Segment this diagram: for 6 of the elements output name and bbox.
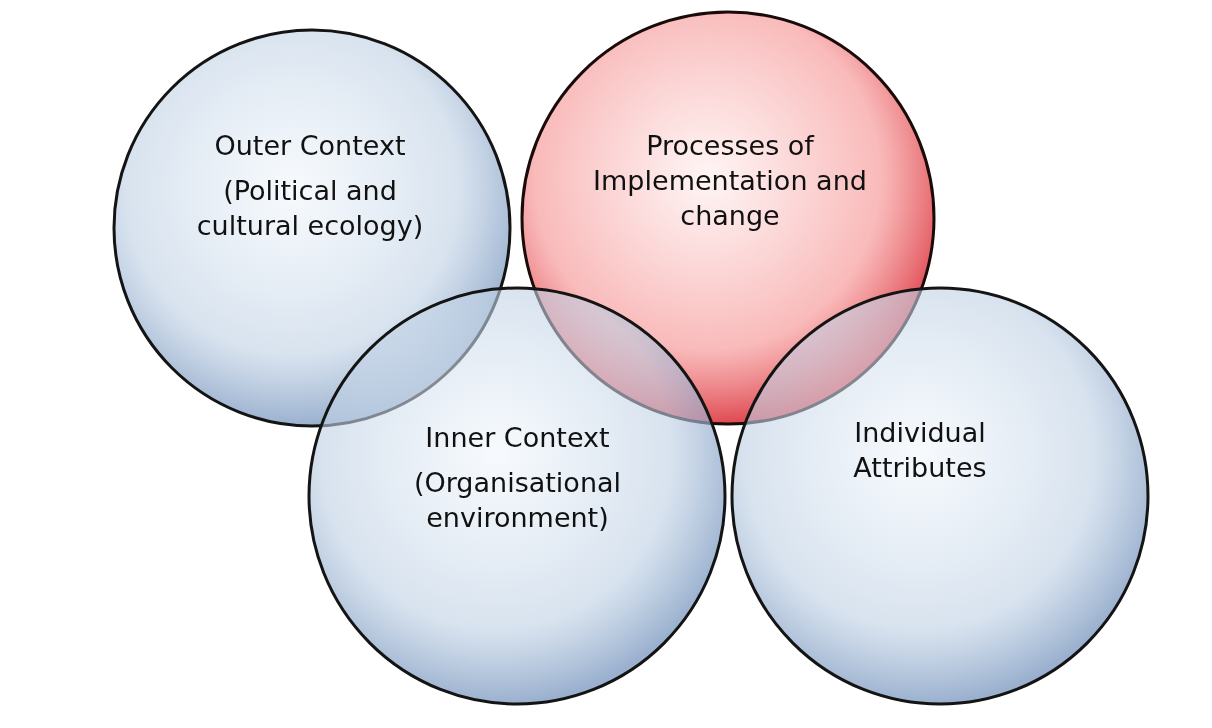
circle-description: (Organisational environment) bbox=[412, 466, 623, 536]
circle-heading: Outer Context bbox=[213, 129, 407, 163]
circle-heading: Processes of Implementation and change bbox=[592, 129, 868, 234]
circle-heading: Individual Attributes bbox=[852, 416, 988, 486]
circle-description: (Political and cultural ecology) bbox=[195, 174, 425, 244]
circle-heading: Inner Context bbox=[424, 421, 611, 455]
